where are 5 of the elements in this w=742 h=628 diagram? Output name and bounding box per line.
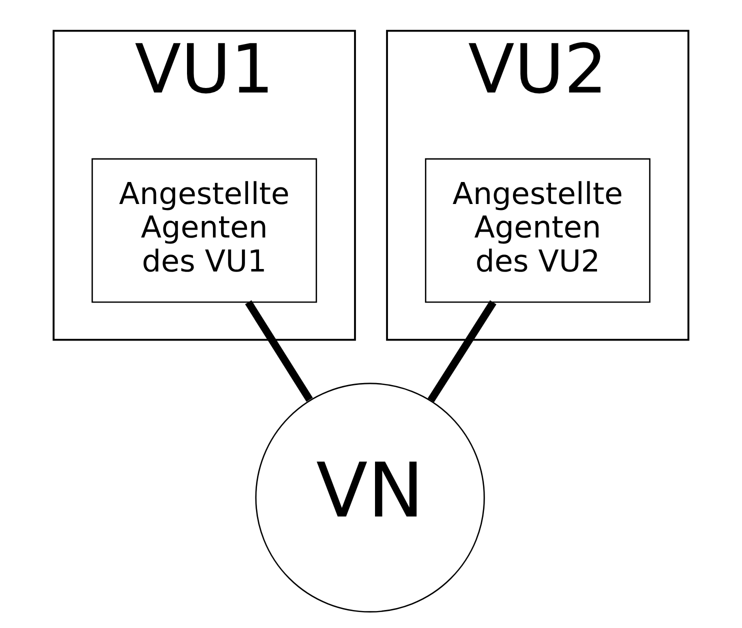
node-box: Angestellte Agenten des VU1 — [92, 158, 318, 303]
connector — [245, 300, 313, 402]
connector — [428, 300, 496, 402]
node-box: Angestellte Agenten des VU2 — [424, 158, 650, 303]
node-circle: VN — [255, 382, 485, 612]
